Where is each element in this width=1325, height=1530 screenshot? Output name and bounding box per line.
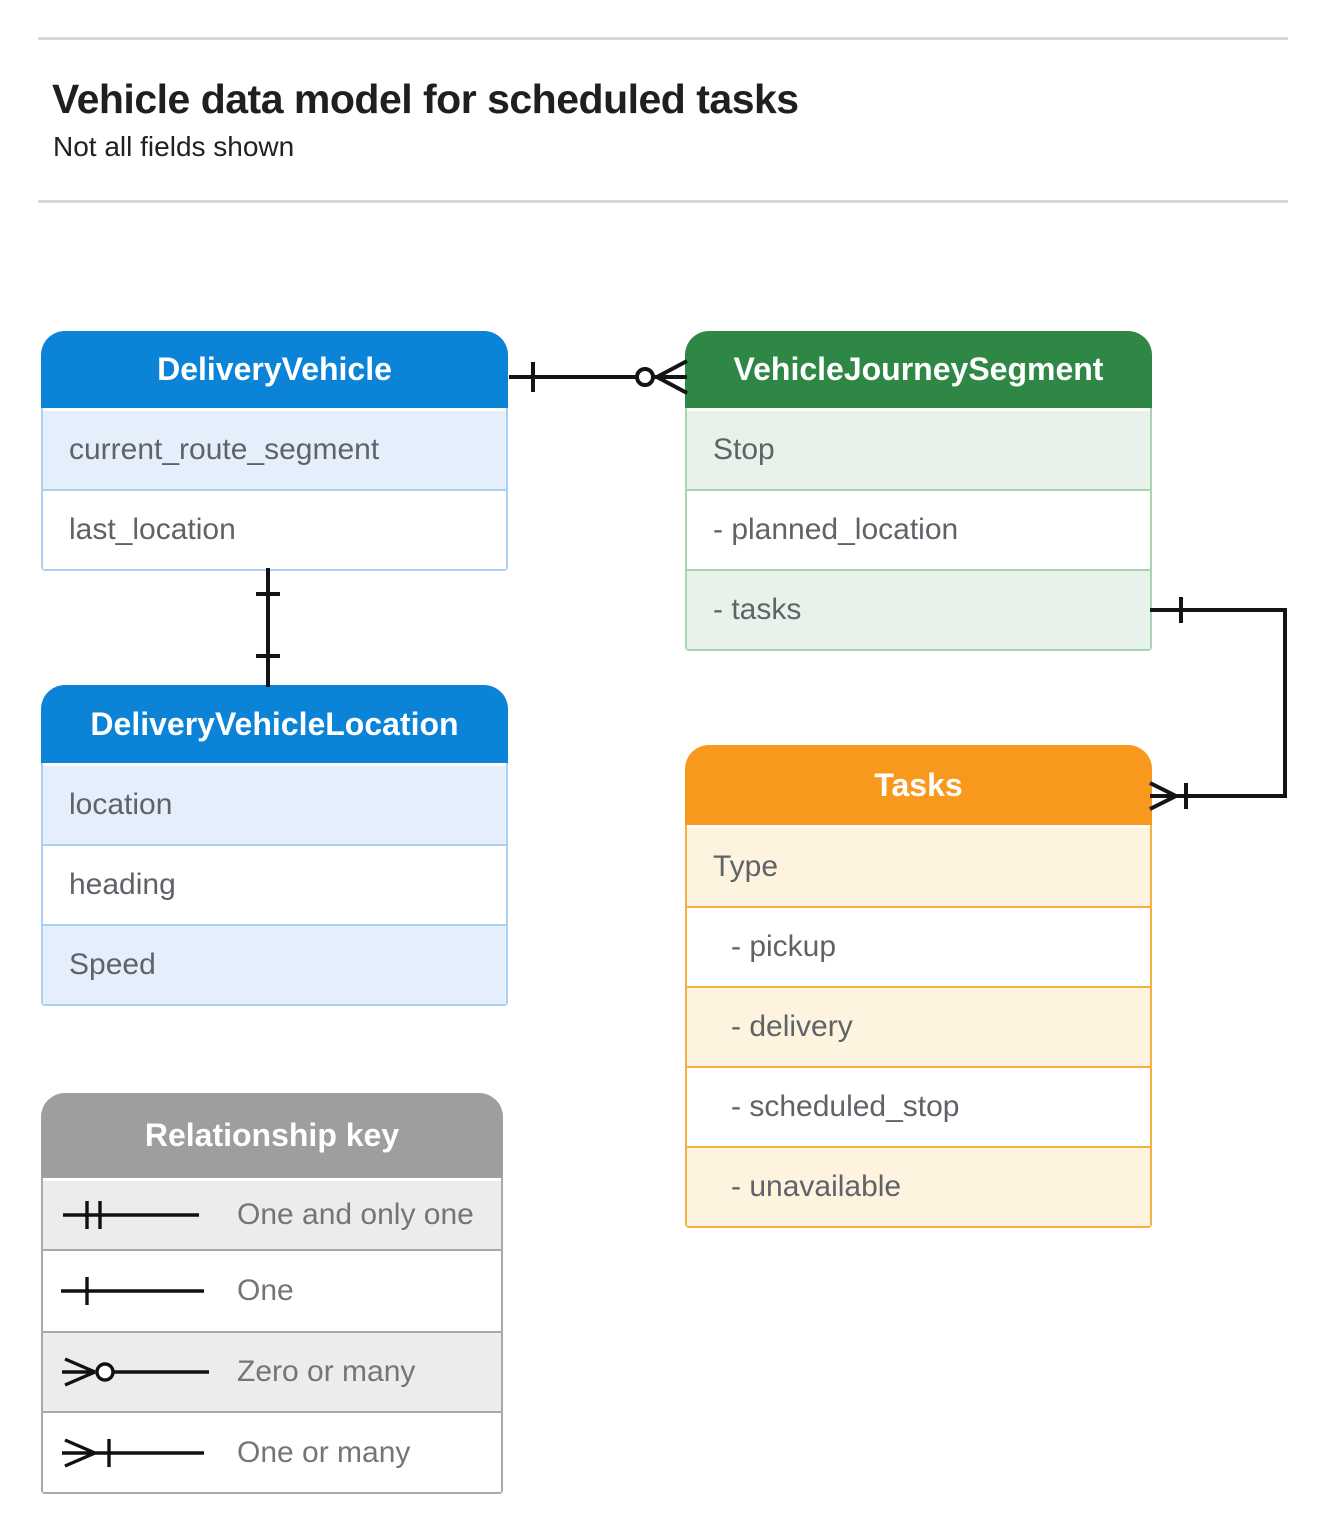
field-speed: Speed (43, 924, 506, 1004)
entity-header-deliveryvehicle: DeliveryVehicle (41, 331, 508, 408)
connector-deliveryvehicle-deliveryvehiclelocation (256, 568, 280, 687)
page-title: Vehicle data model for scheduled tasks (52, 76, 799, 122)
relationship-key: Relationship key One and only one (41, 1093, 503, 1494)
entity-body: current_route_segment last_location (41, 408, 508, 571)
entity-body: Type - pickup - delivery - scheduled_sto… (685, 825, 1152, 1228)
key-row-one: One (43, 1249, 501, 1331)
field-delivery: - delivery (687, 986, 1150, 1066)
entity-header-tasks: Tasks (685, 745, 1152, 825)
entity-body: Stop - planned_location - tasks (685, 408, 1152, 651)
field-location: location (43, 763, 506, 844)
entity-deliveryvehiclelocation: DeliveryVehicleLocation location heading… (41, 685, 508, 1006)
entity-header-deliveryvehiclelocation: DeliveryVehicleLocation (41, 685, 508, 763)
key-row-one-or-many: One or many (43, 1411, 501, 1492)
connector-deliveryvehicle-vehiclejourneysegment (509, 359, 688, 395)
divider-second (38, 200, 1288, 203)
field-current-route-segment: current_route_segment (43, 408, 506, 489)
key-label: One (237, 1274, 294, 1307)
field-type: Type (687, 825, 1150, 906)
field-unavailable: - unavailable (687, 1146, 1150, 1226)
field-scheduled-stop: - scheduled_stop (687, 1066, 1150, 1146)
entity-vehiclejourneysegment: VehicleJourneySegment Stop - planned_loc… (685, 331, 1152, 651)
field-planned-location: - planned_location (687, 489, 1150, 569)
relationship-key-header: Relationship key (41, 1093, 503, 1178)
key-label: One and only one (237, 1198, 474, 1231)
entity-tasks: Tasks Type - pickup - delivery - schedul… (685, 745, 1152, 1228)
entity-deliveryvehicle: DeliveryVehicle current_route_segment la… (41, 331, 508, 571)
page-subtitle: Not all fields shown (53, 131, 295, 162)
field-heading: heading (43, 844, 506, 924)
key-label: One or many (237, 1435, 411, 1469)
key-row-one-and-only-one: One and only one (43, 1178, 501, 1249)
key-row-zero-or-many: Zero or many (43, 1331, 501, 1411)
field-last-location: last_location (43, 489, 506, 569)
entity-header-vehiclejourneysegment: VehicleJourneySegment (685, 331, 1152, 408)
one-icon (59, 1200, 219, 1382)
field-stop: Stop (687, 408, 1150, 489)
field-pickup: - pickup (687, 906, 1150, 986)
relationship-key-body: One and only one One (41, 1178, 503, 1494)
connector-vehiclejourneysegment-tasks (1149, 597, 1287, 811)
entity-body: location heading Speed (41, 763, 508, 1006)
zero-or-many-icon (59, 1281, 219, 1463)
key-label: Zero or many (237, 1355, 416, 1388)
one-or-many-icon (59, 1362, 219, 1530)
divider-top (38, 37, 1288, 40)
one-and-only-one-icon (59, 1124, 219, 1306)
field-tasks: - tasks (687, 569, 1150, 649)
